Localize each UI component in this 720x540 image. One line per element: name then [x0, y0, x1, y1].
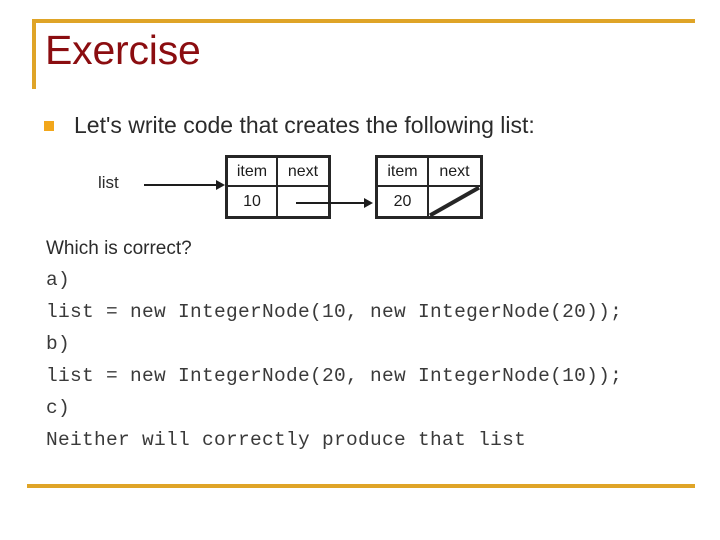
option-a-label: a) — [46, 269, 71, 291]
list-node-1-next-value — [278, 187, 328, 216]
list-pointer-label: list — [98, 173, 119, 192]
option-b-label: b) — [46, 333, 71, 355]
option-c-code: Neither will correctly produce that list — [46, 429, 527, 451]
list-node-1: item next 10 — [225, 155, 331, 219]
list-node-2-values: 20 — [378, 187, 480, 216]
square-bullet-icon — [44, 121, 54, 131]
null-pointer-icon — [429, 187, 480, 216]
node-link-arrow-shaft — [296, 202, 366, 204]
title-left-rule — [32, 19, 36, 89]
option-b-code: list = new IntegerNode(20, new IntegerNo… — [46, 365, 623, 387]
bullet-item: Let's write code that creates the follow… — [44, 110, 684, 140]
list-node-2-next-value — [429, 187, 480, 216]
pointer-arrow-shaft — [144, 184, 218, 186]
list-node-1-item-header: item — [228, 158, 278, 185]
node-link-arrow-head — [364, 198, 373, 208]
list-node-1-item-value: 10 — [228, 187, 278, 216]
option-c-label: c) — [46, 397, 71, 419]
title-top-rule — [32, 19, 695, 23]
question-prompt: Which is correct? — [46, 238, 192, 259]
slide-title: Exercise — [45, 27, 201, 73]
list-node-1-next-header: next — [287, 162, 319, 180]
footer-rule — [27, 484, 695, 488]
answer-options: a) list = new IntegerNode(10, new Intege… — [46, 264, 706, 456]
option-a-code: list = new IntegerNode(10, new IntegerNo… — [46, 301, 623, 323]
list-node-2-header: item next — [378, 158, 480, 187]
list-node-2-item-header: item — [378, 158, 429, 185]
list-node-1-header: item next — [228, 158, 328, 187]
list-node-2-next-header: next — [439, 162, 470, 180]
list-node-1-values: 10 — [228, 187, 328, 216]
bullet-item-label: Let's write code that creates the follow… — [74, 112, 535, 138]
list-node-2: item next 20 — [375, 155, 483, 219]
list-node-2-item-value: 20 — [378, 187, 429, 216]
pointer-arrow-head — [216, 180, 225, 190]
